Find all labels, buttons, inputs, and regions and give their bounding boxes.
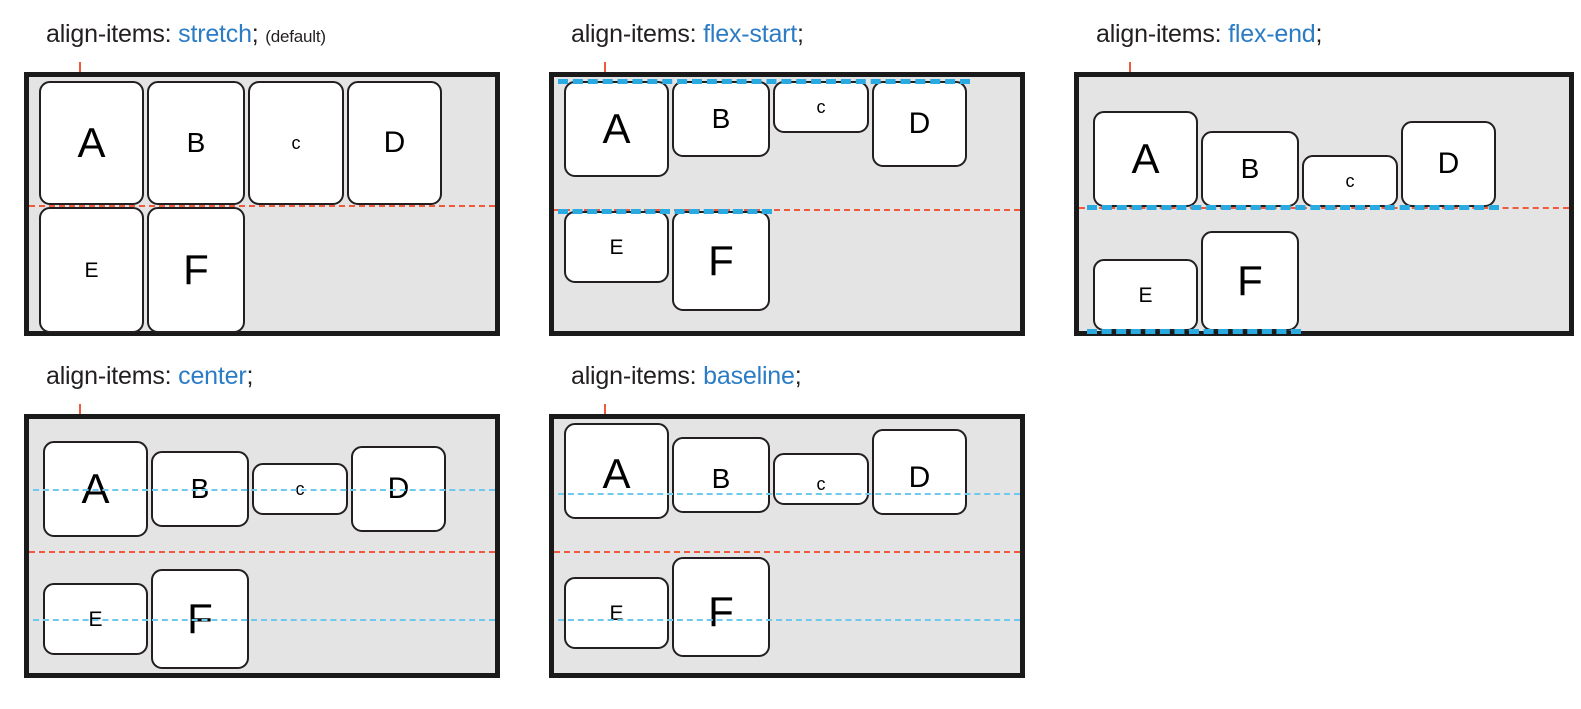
flex-item-f: F <box>672 211 770 311</box>
caption-value: flex-start <box>703 20 798 48</box>
flex-item-e: E <box>564 577 669 649</box>
flex-item-label: B <box>711 103 731 134</box>
panel-flex-start: align-items: flex-start; A B c D E F <box>549 20 1025 340</box>
flex-item-d: D <box>347 81 442 205</box>
flex-item-label: D <box>908 461 931 494</box>
flex-item-d: D <box>872 81 967 167</box>
flex-item-b: B <box>147 81 245 205</box>
caption-property: align-items: <box>571 20 697 48</box>
flex-item-label: c <box>291 133 301 153</box>
flex-item-d: D <box>351 446 446 532</box>
flex-item-label: c <box>816 97 826 117</box>
caption-property: align-items: <box>1096 20 1222 48</box>
flex-item-f: F <box>151 569 249 669</box>
flex-item-label: F <box>187 595 213 642</box>
caption-semicolon: ; <box>794 362 802 390</box>
flex-item-label: B <box>1240 153 1260 184</box>
caption-semicolon: ; <box>1315 20 1323 48</box>
caption-flex-start: align-items: flex-start; <box>571 20 804 49</box>
caption-value: baseline <box>703 362 795 390</box>
caption-stretch: align-items: stretch; (default) <box>46 20 326 49</box>
flex-item-b: B <box>1201 131 1299 207</box>
caption-semicolon: ; <box>797 20 804 48</box>
flex-item-a: A <box>43 441 148 537</box>
flex-item-e: E <box>564 211 669 283</box>
panel-center: align-items: center; A B c D E F <box>24 362 500 682</box>
flex-item-label: B <box>711 463 731 494</box>
flex-item-label: E <box>88 607 103 631</box>
flex-container-stretch: A B c D E F <box>24 72 500 336</box>
flex-item-label: E <box>609 235 624 259</box>
flex-item-label: D <box>908 107 931 140</box>
row-separator-line <box>29 551 495 553</box>
panel-flex-end: align-items: flex-end; A B c D E F <box>1074 20 1574 340</box>
flex-item-label: A <box>602 450 631 497</box>
flex-item-label: D <box>1437 147 1460 180</box>
flex-item-label: A <box>81 465 110 512</box>
flex-item-c: c <box>773 453 869 505</box>
flex-item-b: B <box>672 81 770 157</box>
flex-item-label: F <box>1237 257 1263 304</box>
flex-container-center: A B c D E F <box>24 414 500 678</box>
flex-item-f: F <box>1201 231 1299 331</box>
flex-item-label: B <box>190 473 210 504</box>
caption-value: stretch <box>178 20 252 48</box>
flex-item-label: A <box>1131 135 1160 182</box>
flex-item-a: A <box>1093 111 1198 207</box>
flex-item-label: E <box>609 602 624 625</box>
flex-container-flex-start: A B c D E F <box>549 72 1025 336</box>
flex-item-label: D <box>383 126 406 159</box>
flex-item-a: A <box>39 81 144 205</box>
row-separator-line <box>554 551 1020 553</box>
flex-item-c: c <box>252 463 348 515</box>
flex-item-f: F <box>147 207 245 333</box>
caption-semicolon: ; <box>251 20 259 48</box>
flex-item-b: B <box>151 451 249 527</box>
caption-property: align-items: <box>46 362 172 390</box>
flex-item-d: D <box>1401 121 1496 207</box>
caption-center: align-items: center; <box>46 362 253 391</box>
caption-note: (default) <box>265 27 326 46</box>
flex-item-f: F <box>672 557 770 657</box>
flex-item-label: c <box>1345 171 1355 191</box>
flex-item-label: E <box>1138 283 1153 307</box>
panel-baseline: align-items: baseline; A B c D E F <box>549 362 1025 682</box>
flex-item-a: A <box>564 81 669 177</box>
row-separator-line <box>1079 207 1569 209</box>
caption-property: align-items: <box>571 362 697 390</box>
caption-property: align-items: <box>46 20 172 48</box>
flex-container-baseline: A B c D E F <box>549 414 1025 678</box>
flex-item-label: E <box>84 258 99 282</box>
flex-item-label: B <box>186 127 206 158</box>
flex-item-label: F <box>183 246 209 293</box>
flex-item-c: c <box>1302 155 1398 207</box>
flex-item-e: E <box>1093 259 1198 331</box>
flex-item-b: B <box>672 437 770 513</box>
flex-item-c: c <box>248 81 344 205</box>
flex-item-label: c <box>295 479 305 499</box>
caption-baseline: align-items: baseline; <box>571 362 802 391</box>
caption-flex-end: align-items: flex-end; <box>1096 20 1322 49</box>
flex-item-c: c <box>773 81 869 133</box>
flex-item-label: F <box>708 237 734 284</box>
flex-item-e: E <box>43 583 148 655</box>
caption-value: flex-end <box>1228 20 1316 48</box>
caption-semicolon: ; <box>246 362 254 390</box>
flex-container-flex-end: A B c D E F <box>1074 72 1574 336</box>
panel-stretch: align-items: stretch; (default) A B c D … <box>24 20 500 340</box>
flex-item-e: E <box>39 207 144 333</box>
flex-item-label: D <box>387 472 410 505</box>
caption-value: center <box>178 362 247 390</box>
flex-item-label: c <box>816 474 826 494</box>
flex-item-label: A <box>602 105 631 152</box>
flex-item-d: D <box>872 429 967 515</box>
flex-item-label: F <box>708 588 734 635</box>
flex-item-a: A <box>564 423 669 519</box>
flex-item-label: A <box>77 119 106 166</box>
